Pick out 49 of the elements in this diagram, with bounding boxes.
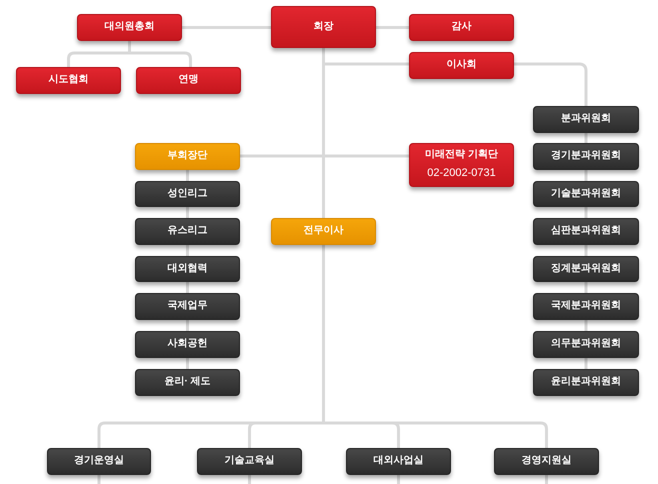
org-box: 대의원총회	[77, 14, 182, 41]
connector-line	[186, 282, 189, 293]
connector-line	[186, 245, 189, 256]
connector-line	[186, 207, 189, 218]
org-box: 이사회	[409, 52, 514, 79]
org-box: 부회장단	[135, 143, 240, 170]
connector-line	[584, 358, 588, 369]
connector-line	[186, 170, 189, 181]
org-box: 시도협회	[16, 67, 121, 94]
connector-line	[98, 475, 100, 484]
org-box: 사회공헌	[135, 331, 240, 358]
connector-line	[182, 26, 271, 29]
org-box: 대외협력	[135, 256, 240, 282]
org-box: 윤리분과위원회	[533, 369, 639, 396]
org-box: 국제업무	[135, 293, 240, 320]
connector-line	[545, 475, 548, 484]
connector-line	[514, 62, 588, 106]
connector-line	[584, 245, 588, 256]
phone-number: 02-2002-0731	[427, 166, 496, 181]
connector-line	[584, 320, 588, 331]
org-box: 성인리그	[135, 181, 240, 207]
connector-line	[584, 282, 588, 293]
org-box: 대외사업실	[346, 448, 451, 475]
org-box: 국제분과위원회	[533, 293, 639, 320]
org-box: 회장	[271, 6, 376, 48]
org-box: 경기운영실	[47, 448, 151, 475]
org-box: 의무분과위원회	[533, 331, 639, 358]
org-box: 분과위원회	[533, 106, 639, 133]
org-box: 유스리그	[135, 218, 240, 245]
connector-line	[186, 358, 189, 369]
connector-line	[584, 133, 588, 143]
connector-line	[584, 170, 588, 181]
org-box: 연맹	[136, 67, 241, 94]
org-box: 전무이사	[271, 218, 376, 245]
connector-line	[248, 475, 251, 484]
org-box	[409, 143, 514, 187]
org-box: 기술교육실	[197, 448, 302, 475]
org-box: 심판분과위원회	[533, 218, 639, 245]
connector-line	[397, 475, 400, 484]
org-box: 감사	[409, 14, 514, 41]
connector-line	[584, 207, 588, 218]
org-box: 기술분과위원회	[533, 181, 639, 207]
org-box: 윤리· 제도	[135, 369, 240, 396]
org-box: 경영지원실	[494, 448, 599, 475]
connector-line	[376, 26, 409, 29]
connector-line	[186, 320, 189, 331]
org-box: 징계분과위원회	[533, 256, 639, 282]
unit-name: 미래전략 기획단	[425, 149, 498, 162]
org-box: 경기분과위원회	[533, 143, 639, 170]
